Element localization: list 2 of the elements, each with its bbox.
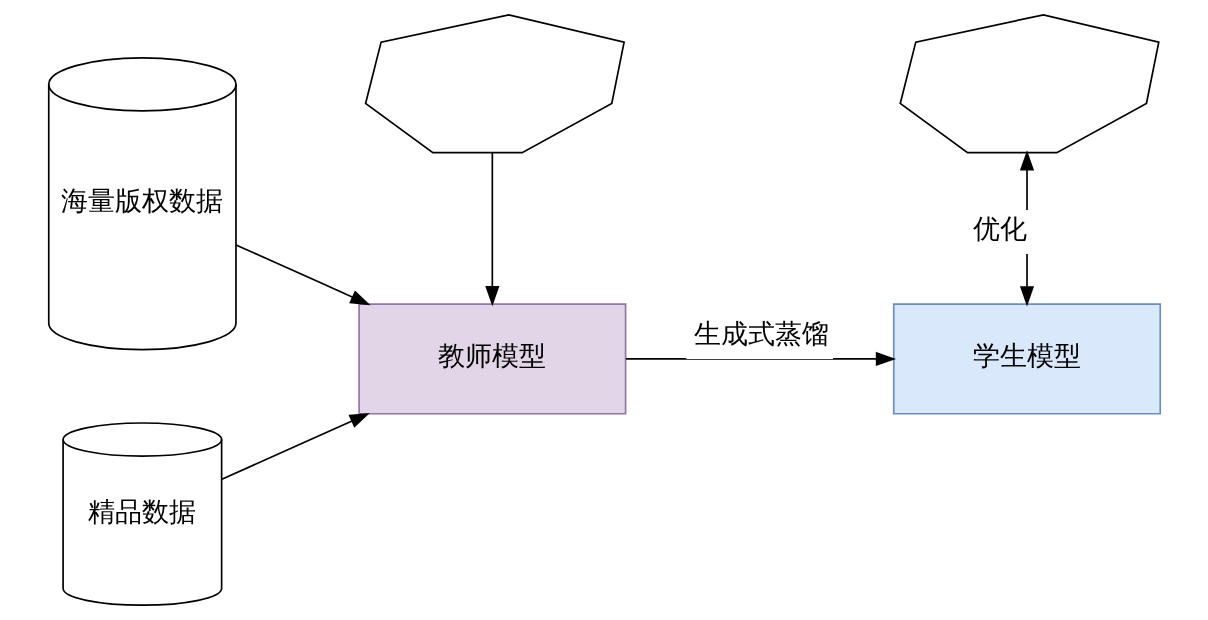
edge-label: 优化 <box>972 213 1027 245</box>
edge-label: 生成式蒸馏 <box>693 318 829 350</box>
